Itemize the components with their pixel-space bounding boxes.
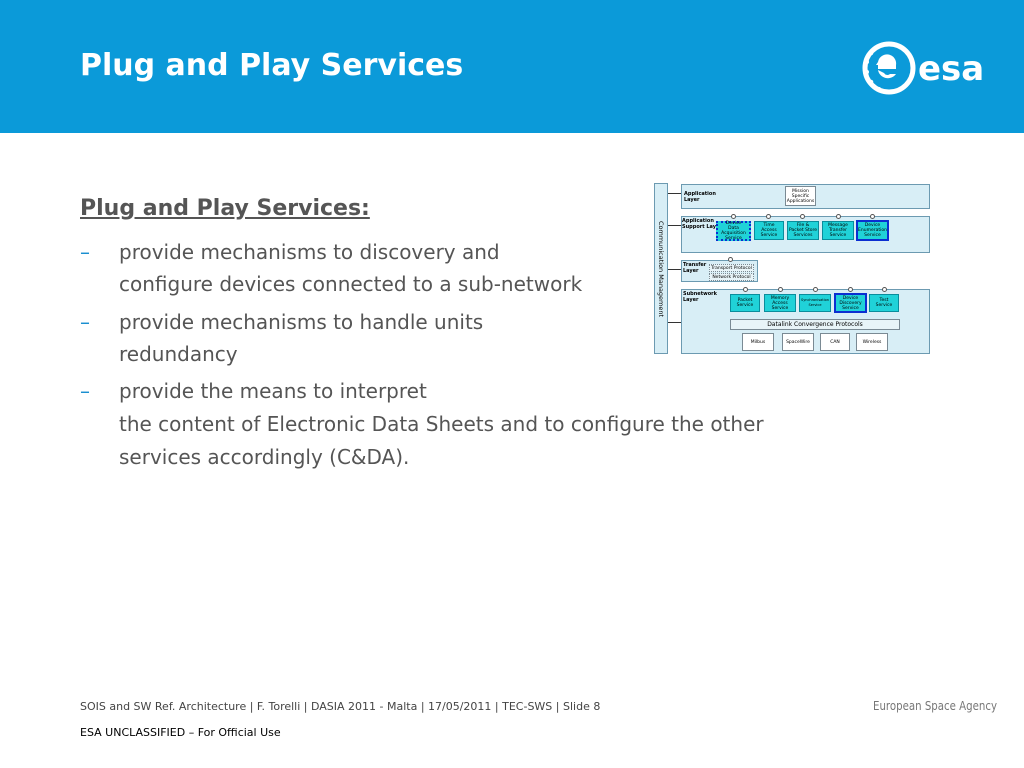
sois-architecture-diagram: Communication Management Application Lay… [654,183,932,356]
bullet-dash: – [80,310,90,334]
datalink-convergence-protocols: Datalink Convergence Protocols [730,319,900,330]
sap-marker [800,214,805,219]
bullet-2-line-1: provide mechanisms to handle units [119,310,484,334]
link-milbus: Milbus [742,333,774,351]
sap-marker [848,287,853,292]
message-transfer-service: Message Transfer Service [822,221,854,240]
sap-marker [870,214,875,219]
link-spacewire: SpaceWire [782,333,814,351]
sap-marker [728,257,733,262]
slide-title: Plug and Play Services [80,48,464,83]
arrow [668,269,681,270]
sap-marker [882,287,887,292]
communication-management-label: Communication Management [657,220,665,317]
network-protocol: Network Protocol [709,273,754,281]
mission-specific-applications: Mission Specific Applications [785,186,816,206]
footer-agency-name: European Space Agency [873,699,997,713]
bullet-3-line-1: provide the means to interpret [119,379,427,403]
transport-protocol: Transport Protocol [709,264,754,272]
device-discovery-service: Device Discovery Service [834,293,867,313]
bullet-dash: – [80,379,90,403]
device-enumeration-service: Device Enumeration Service [856,220,889,241]
transfer-layer-label: Transfer Layer [683,262,707,274]
logo-text: esa [918,49,984,89]
time-access-service: Time Access Service [754,221,784,240]
file-packet-store-services: File & Packet Store Services [787,221,819,240]
communication-management-band: Communication Management [654,183,668,354]
sap-marker [836,214,841,219]
slide-header: Plug and Play Services esa [0,0,1024,133]
sap-marker [766,214,771,219]
classification-label: ESA UNCLASSIFIED – For Official Use [80,726,281,739]
memory-access-service: Memory Access Service [764,294,796,312]
bullet-3-line-2: the content of Electronic Data Sheets an… [119,412,764,436]
synchronisation-service: Synchronisation Service [799,294,831,312]
link-wireless: Wireless [856,333,888,351]
sap-marker [778,287,783,292]
subnetwork-layer-label: Subnetwork Layer [683,291,717,303]
sap-marker [731,214,736,219]
sap-marker [743,287,748,292]
bullet-dash: – [80,240,90,264]
application-layer-label-text: Application Layer [684,191,716,203]
application-layer-label: Application Layer [684,191,716,203]
device-data-acquisition-service: Device Data Acquisition Service [716,221,751,241]
bullet-2-line-2: redundancy [119,342,238,366]
bullet-1-line-1: provide mechanisms to discovery and [119,240,500,264]
esa-logo-icon: esa [862,41,984,95]
section-heading: Plug and Play Services: [80,196,370,221]
sap-marker [813,287,818,292]
bullet-1-line-2: configure devices connected to a sub-net… [119,272,583,296]
application-support-layer-label: Application Support Layer [682,218,722,230]
arrow [668,225,681,226]
test-service: Test Service [869,294,899,312]
arrow [668,193,681,194]
bullet-3-line-3: services accordingly (C&DA). [119,445,410,469]
link-can: CAN [820,333,850,351]
arrow [668,322,681,323]
footer-presentation-info: SOIS and SW Ref. Architecture | F. Torel… [80,700,601,713]
packet-service: Packet Service [730,294,760,312]
